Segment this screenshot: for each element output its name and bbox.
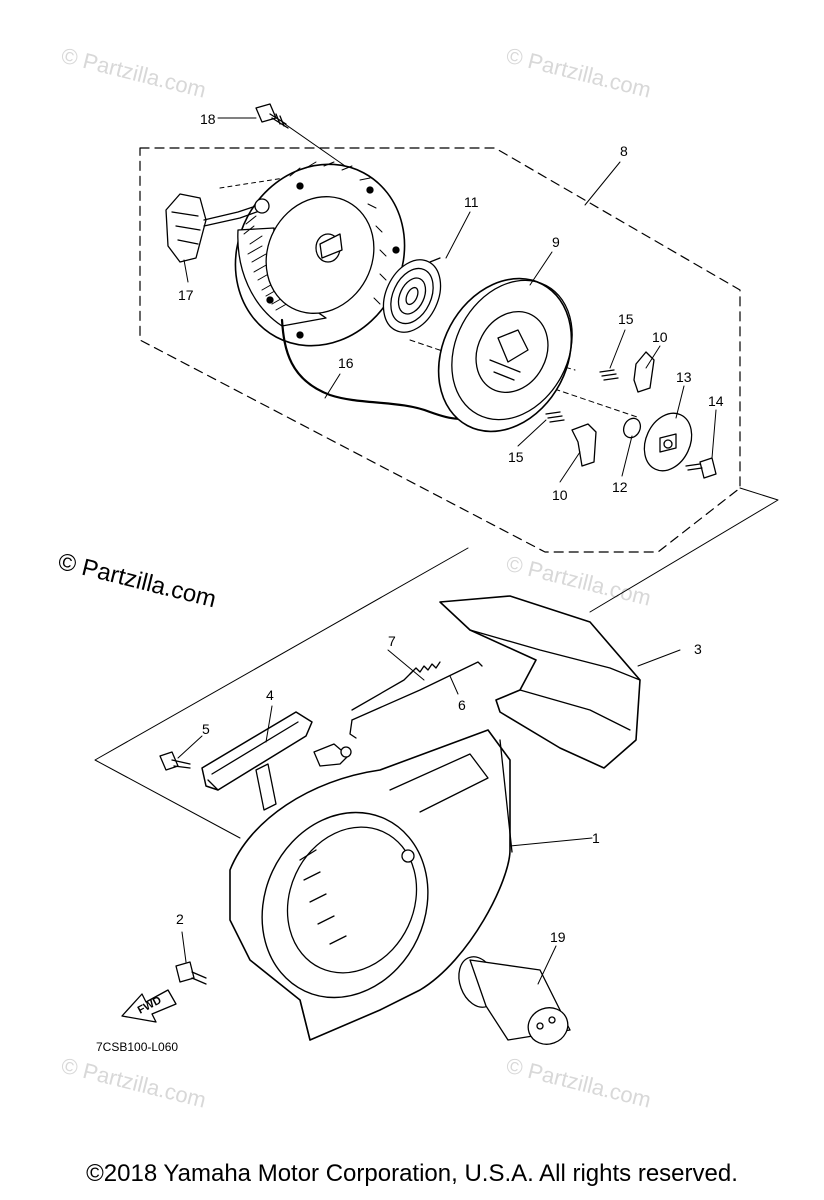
callout-5: 5 (202, 721, 210, 737)
fan-housing-1 (229, 729, 513, 1041)
sheave-drum-9 (437, 277, 573, 433)
starter-case (234, 161, 406, 347)
cover-3 (439, 595, 641, 769)
watermark: © Partzilla.com (504, 1053, 654, 1113)
spring-15-upper (599, 369, 619, 381)
fwd-arrow: FWD (121, 989, 177, 1023)
callout-12: 12 (612, 479, 628, 495)
callout-6: 6 (458, 697, 466, 713)
leader-lines (177, 117, 717, 985)
callout-8: 8 (620, 143, 628, 159)
callout-15-upper: 15 (618, 311, 634, 327)
callout-18: 18 (200, 111, 216, 127)
rod-6 (349, 661, 483, 739)
starter-rope-16 (280, 318, 478, 420)
pawl-10-lower (571, 423, 597, 467)
starter-handle-17 (165, 193, 270, 263)
bolt-5 (159, 751, 191, 771)
watermark: © Partzilla.com (504, 43, 654, 103)
callout-15-lower: 15 (508, 449, 524, 465)
callout-11: 11 (464, 194, 479, 210)
callout-1: 1 (592, 830, 600, 846)
spiral-spring-11 (382, 257, 442, 333)
callout-14: 14 (708, 393, 724, 409)
bolt-2 (175, 961, 207, 985)
copyright-notice: ©2018 Yamaha Motor Corporation, U.S.A. A… (86, 1160, 738, 1187)
callout-19: 19 (550, 929, 566, 945)
small-fitting (255, 743, 352, 811)
callout-17: 17 (178, 287, 194, 303)
callout-9: 9 (552, 234, 560, 250)
callouts: 1 2 3 4 5 6 7 8 9 10 10 11 12 13 14 15 1… (176, 111, 724, 945)
callout-4: 4 (266, 687, 274, 703)
part-19 (458, 956, 571, 1045)
callout-3: 3 (694, 641, 702, 657)
friction-plate-13 (643, 412, 693, 472)
spring-15-lower (545, 411, 565, 423)
watermark: © Partzilla.com (59, 1053, 209, 1113)
washer-12 (622, 417, 642, 439)
spring-7 (351, 661, 441, 711)
callout-16: 16 (338, 355, 354, 371)
callout-13: 13 (676, 369, 692, 385)
bracket-4 (201, 711, 313, 791)
callout-7: 7 (388, 633, 396, 649)
callout-10-lower: 10 (552, 487, 568, 503)
screw-14 (685, 457, 717, 479)
pawl-10-upper (633, 351, 655, 393)
callout-2: 2 (176, 911, 184, 927)
callout-10-upper: 10 (652, 329, 668, 345)
diagram-code: 7CSB100-L060 (96, 1040, 179, 1054)
bolt-18 (255, 103, 289, 129)
recoil-starter-assembly-boundary (139, 147, 741, 553)
watermark: © Partzilla.com (59, 43, 209, 103)
